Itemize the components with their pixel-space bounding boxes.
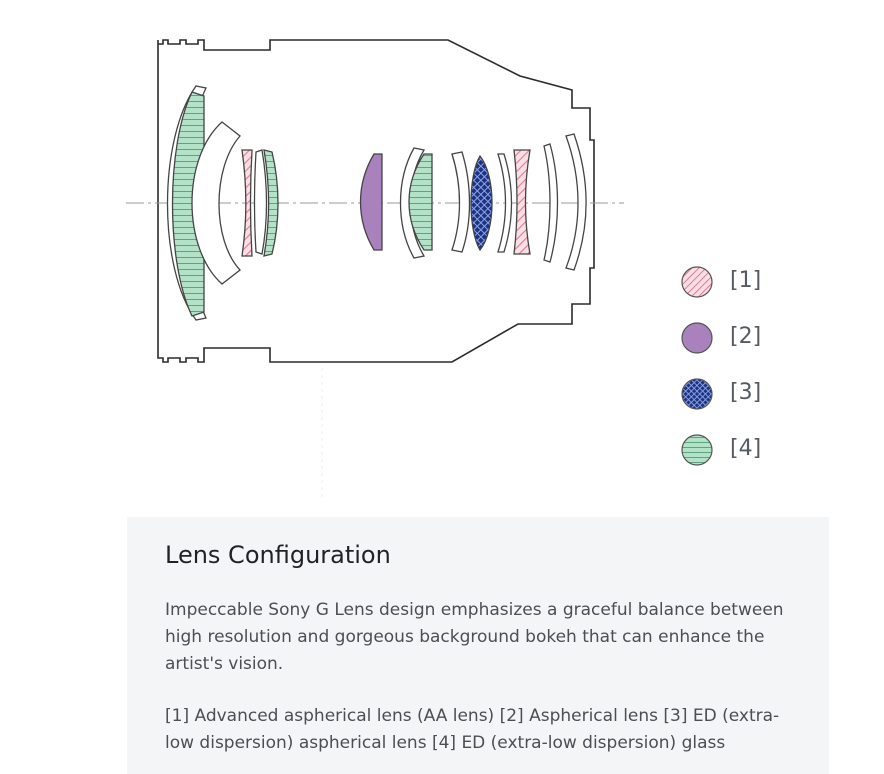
lens-element-rear-clear-4 [565, 133, 587, 271]
lens-element-doublet-ed [263, 149, 279, 257]
legend-item-ed-aspherical: [3] [680, 377, 800, 411]
lens-element-rear-clear-3 [543, 143, 559, 263]
card-legend-text: [1] Advanced aspherical lens (AA lens) [… [165, 706, 780, 753]
legend-label: [1] [730, 268, 762, 293]
lens-element-aa-rear [513, 149, 531, 255]
legend-label: [2] [730, 324, 762, 349]
card-title: Lens Configuration [165, 541, 391, 569]
card-description: Impeccable Sony G Lens design emphasizes… [165, 600, 784, 674]
ed-aspherical-swatch-icon [681, 378, 713, 410]
lens-element-aa-front [241, 149, 253, 257]
lens-element-mid-ed [408, 153, 433, 251]
legend-label: [4] [730, 436, 762, 461]
aa-lens-swatch-icon [681, 266, 713, 298]
legend-item-aa-lens: [1] [680, 265, 800, 299]
lens-diagram [126, 39, 624, 500]
legend-item-aspherical: [2] [680, 321, 800, 355]
aspherical-swatch-icon [681, 322, 713, 354]
lens-element-front-ed [171, 91, 205, 317]
lens-element-meniscus [191, 121, 241, 285]
lens-barrel-outline [157, 39, 595, 363]
lens-element-rear-clear-1 [451, 151, 471, 253]
legend-label: [3] [730, 380, 762, 405]
legend-item-ed-glass: [4] [680, 433, 800, 467]
lens-element-doublet-clear [253, 149, 268, 255]
lens-element-ed-aspherical [470, 154, 493, 252]
lens-configuration-card: Lens Configuration Impeccable Sony G Len… [127, 517, 829, 774]
lens-element-rear-clear-2 [497, 153, 513, 253]
lens-element-aspherical [359, 153, 383, 251]
ed-glass-swatch-icon [681, 434, 713, 466]
